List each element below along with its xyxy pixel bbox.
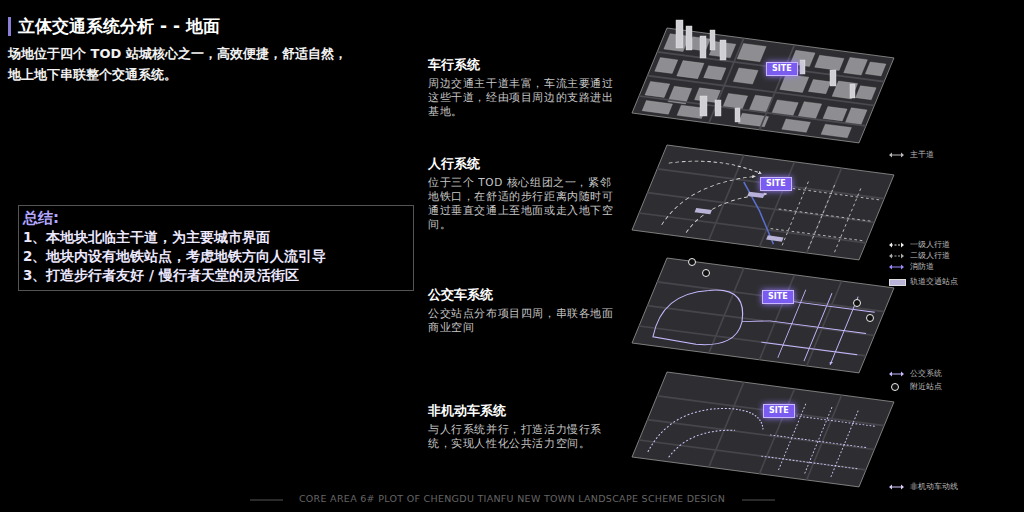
legend-sample [888, 382, 906, 392]
legend-text: 非机动车动线 [910, 482, 958, 492]
bus-stop-icons [689, 259, 874, 322]
bus-plate [632, 258, 894, 373]
section-heading: 非机动车系统 [428, 402, 506, 420]
site-tag: SITE [766, 62, 798, 76]
section-body: 公交站点分布项目四周，串联各地面商业空间 [428, 306, 614, 334]
legend-text: 主干道 [910, 150, 934, 160]
legend-text: 附近站点 [910, 382, 942, 392]
summary-line: 1、本地块北临主干道，为主要城市界面 [23, 228, 405, 247]
subtitle: 地上地下串联整个交通系统。 [8, 66, 177, 84]
summary-line: 2、地块内设有地铁站点，考虑地铁方向人流引导 [23, 247, 405, 266]
legend-sample [888, 482, 906, 492]
section-body: 位于三个 TOD 核心组团之一，紧邻地铁口，在舒适的步行距离内随时可通过垂直交通… [428, 175, 614, 231]
page-title: 立体交通系统分析 - - 地面 [18, 15, 220, 38]
tower-blocks [676, 20, 855, 122]
legend-sample [888, 369, 906, 379]
legend-sample [888, 251, 906, 261]
site-tag: SITE [762, 290, 794, 304]
footer-rule [742, 500, 775, 501]
vehicle-plate [632, 28, 894, 143]
legend-swatch [889, 279, 906, 286]
section-body: 与人行系统并行，打造活力慢行系统，实现人性化公共活力空间。 [428, 422, 614, 450]
legend-sample [888, 240, 906, 250]
subtitle: 场地位于四个 TOD 站城核心之一，高效便捷，舒适自然， [8, 45, 347, 63]
title-bar [8, 17, 11, 36]
bike-plate [632, 372, 894, 487]
summary-box: 总结:1、本地块北临主干道，为主要城市界面2、地块内设有地铁站点，考虑地铁方向人… [18, 205, 414, 291]
site-tag: SITE [760, 177, 792, 191]
footer-rule [250, 500, 283, 501]
legend-text: 公交系统 [910, 369, 942, 379]
legend-text: 消防道 [910, 262, 934, 272]
section-body: 周边交通主干道丰富，车流主要通过这些干道，经由项目周边的支路进出基地。 [428, 76, 614, 118]
site-text: SITE [769, 406, 789, 416]
summary-heading: 总结: [23, 209, 405, 228]
site-text: SITE [772, 64, 792, 74]
legend-sample [888, 262, 906, 272]
legend-sample [888, 150, 906, 160]
pedestrian-plate [632, 145, 894, 260]
site-text: SITE [768, 292, 788, 302]
legend-text: 二级人行道 [910, 251, 950, 261]
section-heading: 车行系统 [428, 56, 480, 74]
section-heading: 公交车系统 [428, 286, 493, 304]
site-text: SITE [766, 179, 786, 189]
section-heading: 人行系统 [428, 155, 480, 173]
legend-text: 轨道交通站点 [910, 277, 958, 287]
footer-text: CORE AREA 6# PLOT OF CHENGDU TIANFU NEW … [0, 493, 1024, 504]
site-tag: SITE [763, 404, 795, 418]
legend-text: 一级人行道 [910, 240, 950, 250]
summary-line: 3、打造步行者友好 / 慢行者天堂的灵活街区 [23, 266, 405, 285]
